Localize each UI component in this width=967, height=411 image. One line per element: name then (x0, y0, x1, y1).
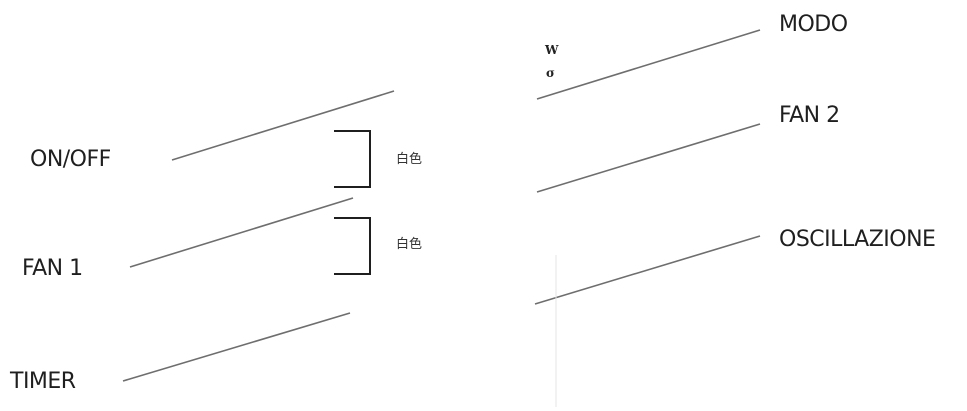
bracket-top (334, 130, 371, 188)
label-oscillazione: OSCILLAZIONE (779, 227, 936, 252)
label-fan1: FAN 1 (22, 256, 83, 281)
bracket-note-bottom: 白色 (396, 237, 423, 252)
leader-line-timer (122, 312, 351, 382)
bracket-note-top: 白色 (396, 152, 423, 167)
label-timer: TIMER (10, 369, 76, 394)
label-modo: MODO (779, 12, 848, 37)
mark-top: W (545, 43, 559, 57)
leader-line-fan2 (536, 123, 761, 193)
bracket-bottom (334, 217, 371, 275)
leader-line-onoff (171, 90, 395, 161)
label-fan2: FAN 2 (779, 103, 840, 128)
leader-line-fan1 (129, 197, 354, 268)
mark-bottom: σ (546, 66, 555, 80)
leader-line-modo (536, 29, 761, 100)
leader-line-oscillazione (534, 235, 761, 305)
label-onoff: ON/OFF (30, 147, 111, 172)
